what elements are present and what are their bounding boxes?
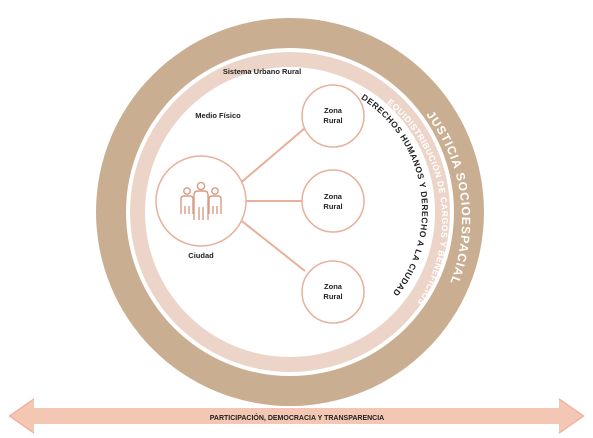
medium-label: Medio Físico <box>195 111 241 120</box>
zone-node-3: Zona Rural <box>301 260 365 324</box>
zone-node-2: Zona Rural <box>301 169 365 233</box>
zone-label-line1: Zona <box>324 106 343 115</box>
zone-node-1: Zona Rural <box>301 84 365 148</box>
bottom-double-arrow <box>8 398 585 434</box>
bottom-arrow-label: PARTICIPACIÓN, DEMOCRACIA Y TRANSPARENCI… <box>210 413 385 422</box>
zone-label-line1: Zona <box>324 282 343 291</box>
system-label: Sistema Urbano Rural <box>223 67 301 76</box>
connector-zone-3 <box>237 217 306 272</box>
city-label: Ciudad <box>188 251 214 260</box>
zone-label-line2: Rural <box>323 292 342 301</box>
people-group-icon <box>180 181 222 220</box>
zone-label-line1: Zona <box>324 192 343 201</box>
zone-label-line2: Rural <box>323 202 342 211</box>
connector-zone-1 <box>237 127 306 186</box>
zone-label-line2: Rural <box>323 116 342 125</box>
